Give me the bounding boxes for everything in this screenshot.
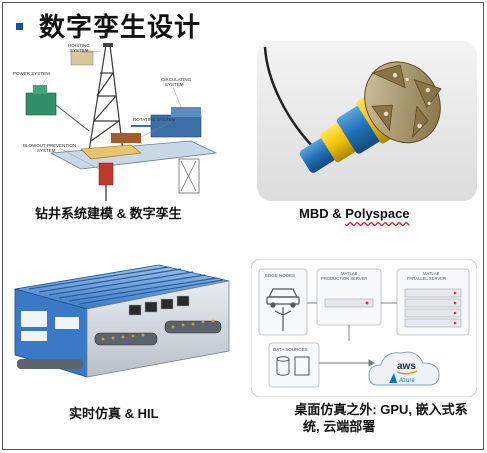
database-icon (276, 356, 290, 376)
caption-drilling: 钻井系统建模 & 数字孪生 (35, 206, 182, 221)
caption-mbd: MBD & Polyspace (299, 205, 410, 222)
caption-deployment-line2: 统, 云端部署 (303, 419, 376, 434)
label-edge-nodes: EDGE NODES (265, 273, 295, 278)
page-title: 数字孪生设计 (39, 13, 202, 43)
caption-mbd-polyspace: Polyspace (345, 206, 410, 221)
drill-bit-image (257, 41, 477, 201)
azure-logo-icon (389, 373, 397, 383)
caption-deployment: 桌面仿真之外: GPU, 嵌入式系 统, 云端部署 (281, 401, 481, 435)
label-rotating: ROTATING SYSTEM (133, 117, 176, 122)
realtime-target-hardware (14, 264, 230, 378)
car-icon (266, 288, 300, 308)
aws-logo: aws (397, 361, 416, 372)
caption-deployment-line1: 桌面仿真之外: GPU, 嵌入式系 (294, 402, 468, 417)
label-power: POWER SYSTEM (13, 71, 50, 76)
caption-mbd-prefix: MBD & (299, 206, 346, 221)
label-data-sources: DATA SOURCES (273, 347, 308, 352)
caption-hil: 实时仿真 & HIL (69, 406, 159, 421)
azure-logo: Azure (399, 378, 415, 384)
slide-frame: 数字孪生设计 (2, 2, 484, 450)
cloud-icon (368, 351, 440, 386)
server-rack-icon (294, 356, 310, 376)
title-bullet (16, 23, 23, 30)
wind-turbine-icon (274, 307, 292, 331)
